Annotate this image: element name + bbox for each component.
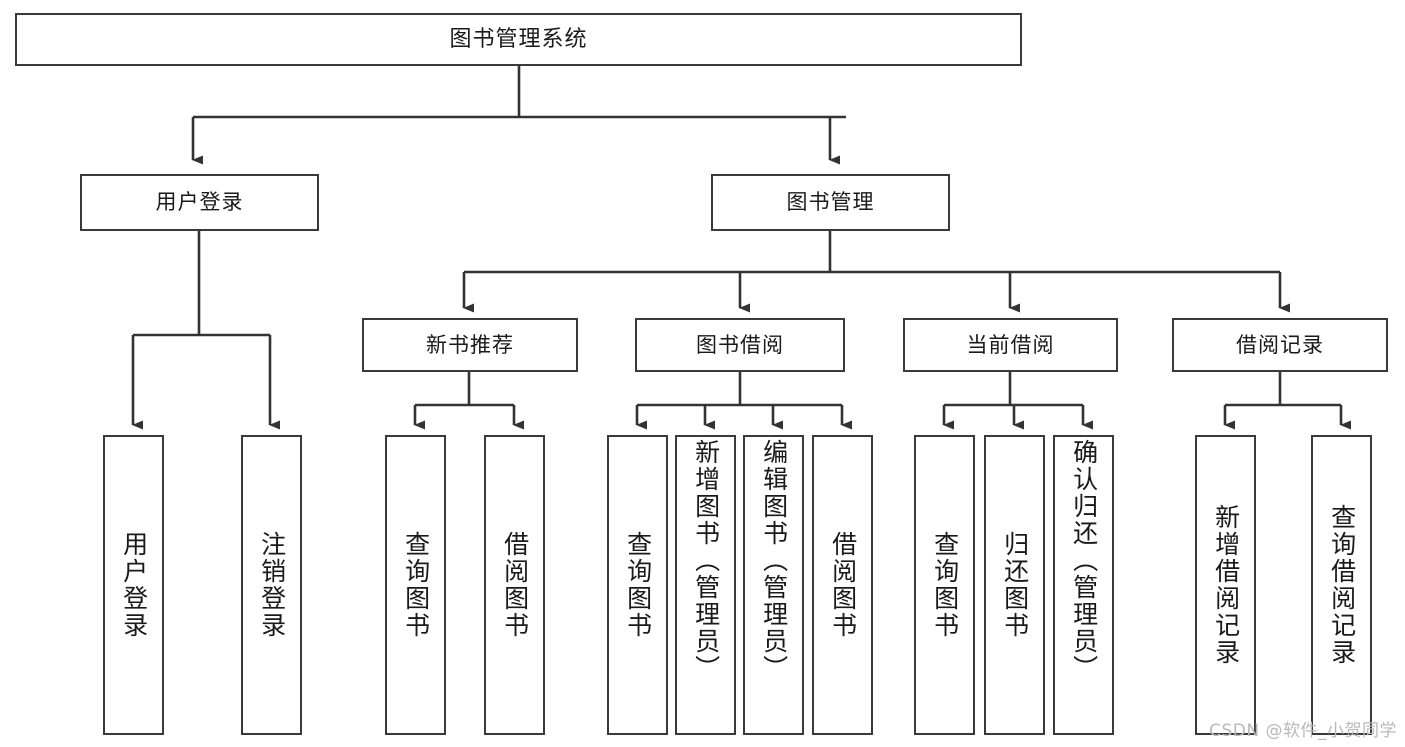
leaf-edit-book-admin[interactable]: 编辑图书（管理员） — [743, 435, 804, 735]
node-book-borrow[interactable]: 图书借阅 — [635, 318, 845, 372]
node-current-borrow[interactable]: 当前借阅 — [903, 318, 1118, 372]
leaf-label: 借阅图书 — [500, 531, 530, 639]
leaf-label: 查询图书 — [623, 531, 653, 639]
csdn-watermark: CSDN @软件_小贺同学 — [1209, 721, 1397, 741]
node-label: 当前借阅 — [966, 332, 1055, 357]
leaf-label: 新增借阅记录 — [1211, 504, 1241, 666]
leaf-query-borrow-record[interactable]: 查询借阅记录 — [1311, 435, 1372, 735]
leaf-label: 确认归还（管理员） — [1069, 439, 1099, 682]
node-book-management[interactable]: 图书管理 — [711, 174, 950, 231]
leaf-query-book-newrec[interactable]: 查询图书 — [385, 435, 446, 735]
node-label: 图书管理 — [786, 190, 875, 215]
leaf-label: 新增图书（管理员） — [691, 439, 721, 682]
leaf-return-book[interactable]: 归还图书 — [984, 435, 1045, 735]
node-user-login[interactable]: 用户登录 — [80, 174, 319, 231]
leaf-label: 编辑图书（管理员） — [759, 439, 789, 682]
node-label: 用户登录 — [155, 190, 244, 215]
leaf-add-book-admin[interactable]: 新增图书（管理员） — [675, 435, 736, 735]
leaf-label: 注销登录 — [257, 531, 287, 639]
node-borrow-record[interactable]: 借阅记录 — [1172, 318, 1388, 372]
node-new-book-recommend[interactable]: 新书推荐 — [362, 318, 578, 372]
leaf-borrow-book[interactable]: 借阅图书 — [812, 435, 873, 735]
leaf-logout-login[interactable]: 注销登录 — [241, 435, 302, 735]
leaf-label: 查询图书 — [401, 531, 431, 639]
leaf-label: 用户登录 — [119, 531, 149, 639]
node-label: 图书借阅 — [696, 332, 784, 357]
leaf-confirm-return-admin[interactable]: 确认归还（管理员） — [1053, 435, 1114, 735]
leaf-label: 借阅图书 — [828, 531, 858, 639]
leaf-borrow-book-newrec[interactable]: 借阅图书 — [484, 435, 545, 735]
node-label: 图书管理系统 — [449, 26, 588, 52]
node-label: 借阅记录 — [1236, 332, 1324, 357]
leaf-query-book-current[interactable]: 查询图书 — [914, 435, 975, 735]
leaf-label: 归还图书 — [1000, 531, 1030, 639]
leaf-label: 查询图书 — [930, 531, 960, 639]
leaf-user-login[interactable]: 用户登录 — [103, 435, 164, 735]
leaf-label: 查询借阅记录 — [1327, 504, 1357, 666]
node-root-book-management-system[interactable]: 图书管理系统 — [15, 13, 1022, 66]
leaf-add-borrow-record[interactable]: 新增借阅记录 — [1195, 435, 1256, 735]
leaf-query-book-borrow[interactable]: 查询图书 — [607, 435, 668, 735]
node-label: 新书推荐 — [426, 332, 514, 357]
